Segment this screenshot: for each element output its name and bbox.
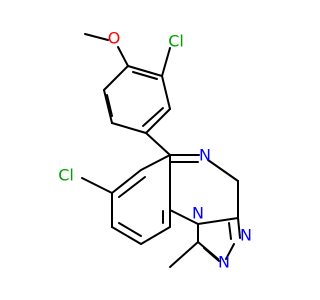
- aryl-ring-bond-4: [111, 122, 147, 134]
- chloro-left-label: Cl: [58, 166, 74, 185]
- bridge-nitrogen-label: N: [192, 204, 204, 223]
- chemical-structure-diagram: O Cl Cl N N N N: [58, 29, 252, 272]
- methyl-oxygen-bond: [84, 33, 109, 41]
- aryl-ring-bond-6: [103, 65, 129, 91]
- aryl-ring-double-bond-3: [106, 94, 113, 117]
- aryl-ring-bond-3: [145, 108, 171, 134]
- diazepine-bond-4: [197, 217, 239, 225]
- chloro-top-label: Cl: [168, 32, 184, 51]
- triazole-double-bond-inner: [228, 222, 232, 240]
- triazole-double-bond-outer: [203, 247, 220, 262]
- bond-network: [81, 33, 241, 268]
- methoxy-oxygen-label: O: [108, 29, 121, 48]
- triazole-lower-nitrogen-label: N: [218, 253, 230, 272]
- benzo-chloro-bond-left: [81, 177, 113, 194]
- aryl-ring-double-bond-2: [142, 107, 164, 127]
- benzo-ring-bond-2: [111, 169, 142, 194]
- benzo-ring-bond-5: [140, 226, 171, 245]
- benzo-ring-bond-4: [111, 226, 142, 245]
- diazepine-bond-5: [169, 209, 199, 225]
- atom-labels: O Cl Cl N N N N: [58, 29, 252, 272]
- triazole-bond-4: [237, 217, 241, 239]
- aryl-ring-bond-1: [127, 65, 163, 77]
- triazole-bond-3: [225, 243, 235, 260]
- aryl-ring-bond-5: [103, 89, 113, 124]
- aryl-chloro-bond-top: [161, 47, 171, 77]
- imine-nitrogen-label: N: [199, 146, 211, 165]
- benzo-ring-bond-1: [140, 154, 171, 171]
- oxygen-aryl-bond: [117, 46, 129, 67]
- aryl-to-diazepine-bond: [145, 132, 171, 156]
- triazole-upper-nitrogen-label: N: [240, 226, 252, 245]
- aryl-ring-double-bond-1: [132, 71, 158, 80]
- benzo-double-bond-1: [118, 176, 146, 198]
- benzo-double-bond-2: [118, 222, 142, 237]
- aryl-ring-bond-2: [161, 75, 171, 110]
- diazepine-bond-2: [207, 159, 239, 182]
- triazole-methyl-bond: [169, 241, 199, 268]
